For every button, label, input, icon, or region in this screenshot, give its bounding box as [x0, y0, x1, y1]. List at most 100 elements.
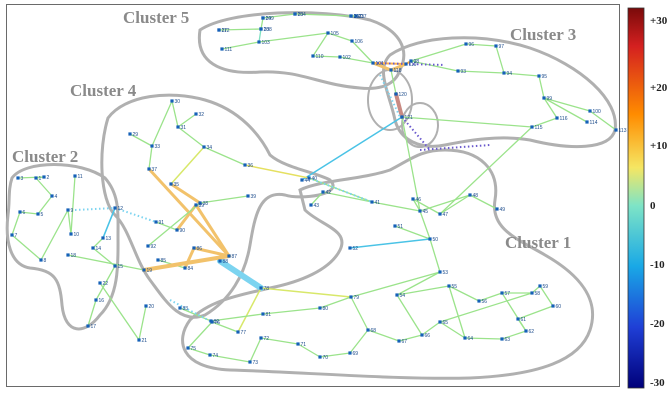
node-label: 82 [214, 319, 220, 325]
network-node [293, 12, 297, 16]
network-edge [11, 234, 42, 261]
cluster-1-boundary [181, 148, 595, 380]
network-edge [412, 198, 421, 212]
node-label: 19 [147, 268, 153, 274]
network-node [500, 291, 504, 295]
node-label: 24 [266, 16, 272, 22]
network-node [137, 338, 141, 342]
network-edge [390, 69, 397, 95]
node-label: 15 [118, 264, 124, 270]
network-node [208, 353, 212, 357]
node-label: 98 [414, 59, 420, 65]
network-edge [217, 258, 264, 291]
network-edge [151, 100, 173, 147]
network-node [259, 27, 263, 31]
network-node [409, 59, 413, 63]
network-edge [371, 61, 393, 72]
network-node [447, 284, 451, 288]
network-node [243, 163, 247, 167]
network-node [296, 342, 300, 346]
node-label: 53 [443, 270, 449, 276]
network-edge [142, 254, 231, 272]
network-node [194, 112, 198, 116]
network-node [66, 253, 70, 257]
inter-cluster-edge [401, 116, 431, 151]
network-edge [210, 313, 264, 322]
node-label: 85 [161, 258, 167, 264]
cluster-3-label: Cluster 3 [510, 25, 576, 44]
node-label: 57 [505, 291, 511, 297]
network-edge [439, 194, 471, 215]
node-label: 110 [316, 54, 324, 60]
network-edge [209, 354, 251, 363]
network-edge [35, 177, 53, 197]
network-edge [350, 271, 441, 298]
network-node [438, 320, 442, 324]
network-edge [262, 307, 321, 315]
network-edge [297, 343, 321, 358]
network-edge [501, 292, 527, 332]
network-node [217, 28, 221, 32]
inter-cluster-edge [74, 207, 116, 211]
network-edge [412, 198, 441, 215]
network-node [348, 246, 352, 250]
node-label: 33 [155, 144, 161, 150]
network-node [468, 193, 472, 197]
network-node [209, 319, 213, 323]
network-edge [244, 164, 310, 179]
network-edge [218, 28, 262, 31]
network-edge [87, 299, 97, 327]
network-edge [448, 285, 480, 302]
node-label: 91 [159, 220, 165, 226]
network-edge [478, 292, 503, 302]
network-node [588, 109, 592, 113]
network-edge [465, 43, 497, 47]
network-node [326, 31, 330, 35]
network-node [94, 298, 98, 302]
network-edge [429, 238, 441, 273]
node-label: 68 [371, 328, 377, 334]
node-label: 23 [359, 14, 365, 20]
network-node [614, 128, 618, 132]
network-edge [349, 238, 431, 249]
network-edge [249, 337, 262, 363]
node-label: 115 [535, 125, 543, 131]
network-node [73, 174, 77, 178]
cluster-3-boundary [382, 36, 617, 148]
network-node [420, 333, 424, 337]
node-label: 103 [262, 40, 271, 46]
network-node [438, 270, 442, 274]
network-edge [99, 282, 140, 341]
node-label: 65 [443, 320, 449, 326]
network-edge [37, 195, 53, 215]
network-node [321, 190, 325, 194]
network-node [500, 337, 504, 341]
network-node [175, 228, 179, 232]
network-node [309, 203, 313, 207]
network-node [524, 329, 528, 333]
network-node [156, 258, 160, 262]
network-edge [396, 271, 441, 296]
network-node [555, 116, 559, 120]
network-node [438, 212, 442, 216]
cluster-4-label: Cluster 4 [70, 81, 137, 100]
node-label: 40 [312, 176, 318, 182]
node-label: 9 [71, 208, 74, 214]
network-node [34, 176, 38, 180]
network-node [146, 244, 150, 248]
network-node [176, 125, 180, 129]
network-node [101, 236, 105, 240]
node-label: 87 [232, 254, 238, 260]
network-node [585, 120, 589, 124]
network-node [194, 203, 198, 207]
colorbar-tick-label: -20 [650, 318, 665, 330]
network-node [394, 92, 398, 96]
network-node [144, 304, 148, 308]
node-label: 22 [103, 281, 109, 287]
network-node [428, 237, 432, 241]
network-node [142, 268, 146, 272]
network-edge [155, 221, 178, 231]
network-edge [211, 321, 239, 333]
network-node [16, 176, 20, 180]
node-label: 113 [619, 128, 627, 134]
